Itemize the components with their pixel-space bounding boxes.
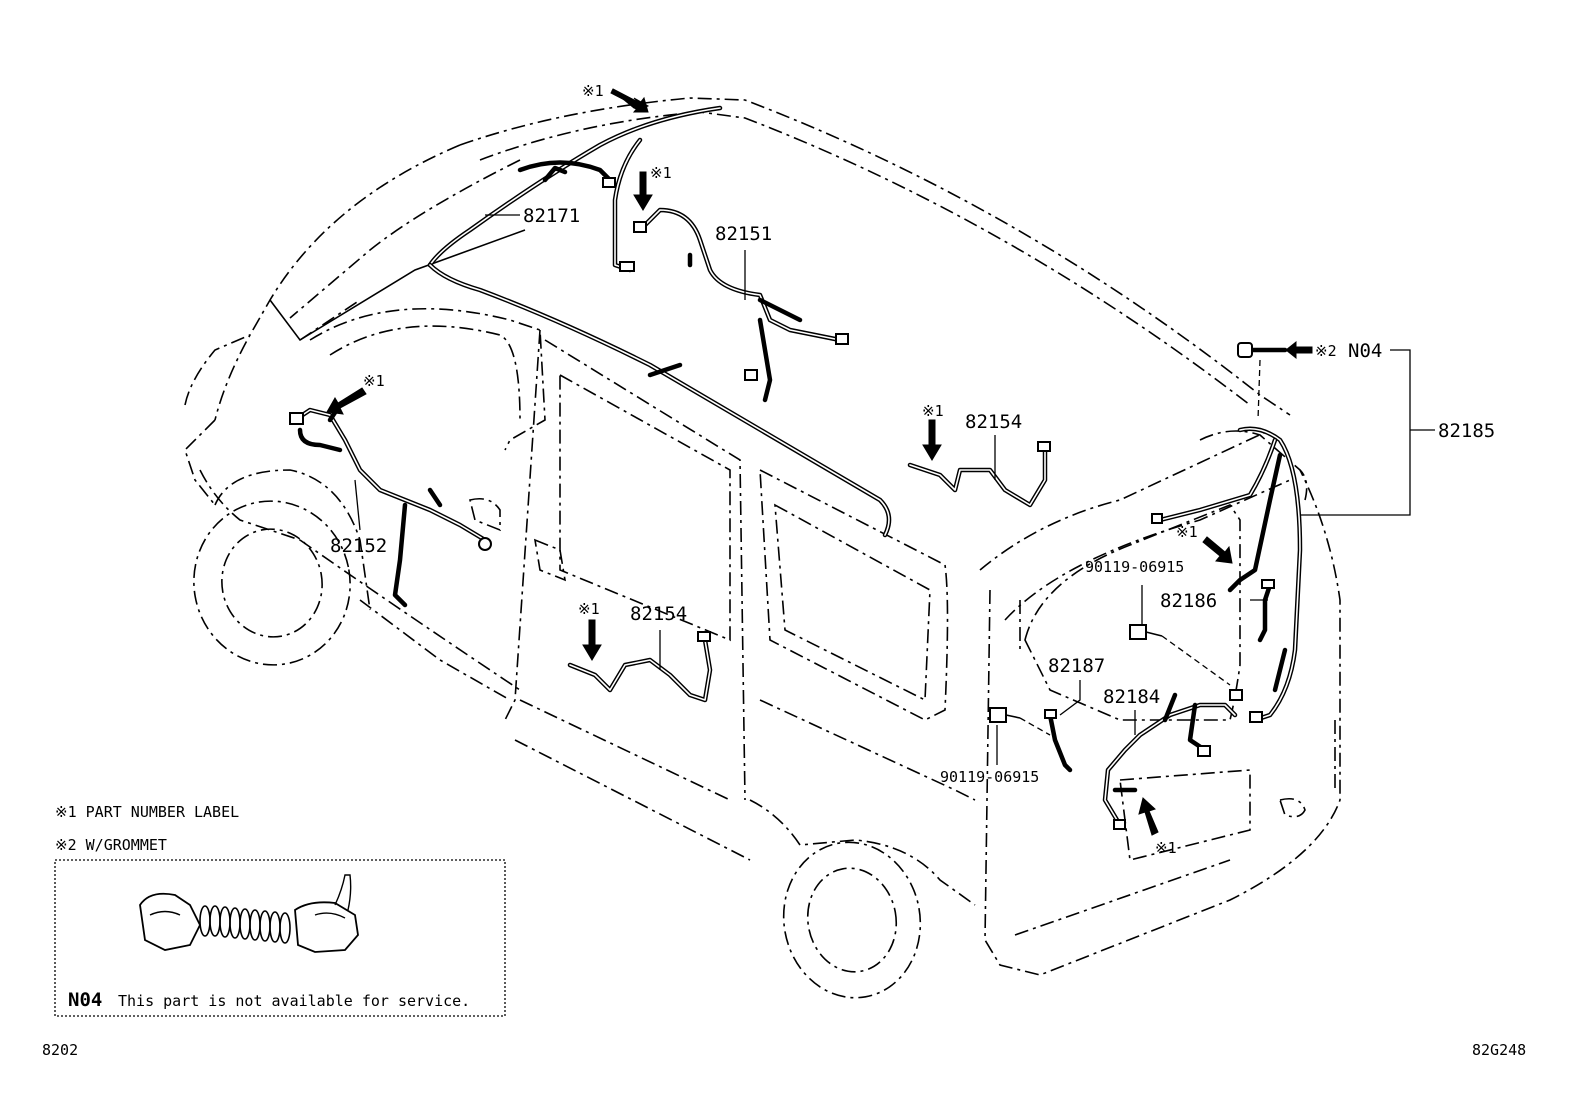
legend: ※1 PART NUMBER LABEL ※2 W/GROMMET N04 xyxy=(54,803,506,1017)
mark-1-82186: ※1 xyxy=(1176,523,1198,541)
arrow-1-82154-roof xyxy=(922,419,942,461)
legend-box-code: N04 xyxy=(68,989,102,1011)
harness-82151 xyxy=(633,207,849,403)
arrow-1-82152 xyxy=(326,387,367,415)
label-arrows xyxy=(326,88,1313,836)
footer-right-code: 82G248 xyxy=(1472,1041,1526,1059)
label-82154-roof: 82154 xyxy=(965,411,1022,433)
legend-note-2: ※2 W/GROMMET xyxy=(55,836,167,854)
label-82171: 82171 xyxy=(523,205,580,227)
leader-lines xyxy=(354,214,1435,765)
label-82187: 82187 xyxy=(1048,655,1105,677)
mark-1-82154-side: ※1 xyxy=(578,600,600,618)
harness-82185 xyxy=(1151,426,1303,723)
part-number-labels: ※1 82171 ※1 82151 ※1 82152 ※1 82154 ※1 8… xyxy=(330,82,1495,857)
mark-1-82184: ※1 xyxy=(1155,839,1177,857)
bolt-90119-a xyxy=(1129,624,1231,686)
label-82186: 82186 xyxy=(1160,590,1217,612)
arrow-1-82154-side xyxy=(582,619,602,661)
harness-82154-roof xyxy=(907,441,1051,508)
harness-82187 xyxy=(1044,709,1073,773)
arrow-1-82186 xyxy=(1202,536,1233,564)
label-82185: 82185 xyxy=(1438,420,1495,442)
harness-82171 xyxy=(427,105,892,538)
label-82151: 82151 xyxy=(715,223,772,245)
label-82152: 82152 xyxy=(330,535,387,557)
legend-box-text: This part is not available for service. xyxy=(118,992,470,1010)
label-90119-b: 90119-06915 xyxy=(940,768,1039,786)
label-90119-a: 90119-06915 xyxy=(1085,558,1184,576)
arrow-2-n04 xyxy=(1285,340,1313,360)
label-n04-top: N04 xyxy=(1348,340,1382,362)
legend-note-1: ※1 PART NUMBER LABEL xyxy=(55,803,239,821)
label-82184: 82184 xyxy=(1103,686,1160,708)
footer-left-code: 8202 xyxy=(42,1041,78,1059)
harness-82186 xyxy=(1257,579,1275,643)
mark-1-82152: ※1 xyxy=(363,372,385,390)
bolt-90119-b xyxy=(989,707,1051,736)
grommet-illustration xyxy=(139,874,359,953)
mark-1-top: ※1 xyxy=(582,82,604,100)
arrow-1-82151 xyxy=(633,171,653,211)
mark-2-n04: ※2 xyxy=(1315,342,1337,360)
legend-box xyxy=(54,859,506,1017)
label-82154-side: 82154 xyxy=(630,603,687,625)
grommet-link xyxy=(1257,359,1261,421)
mark-1-82154-roof: ※1 xyxy=(922,402,944,420)
harness-82152 xyxy=(289,402,492,608)
arrow-1-82184 xyxy=(1138,797,1159,836)
harness-82184 xyxy=(1102,689,1243,830)
mark-1-82151: ※1 xyxy=(650,164,672,182)
van-body-outline xyxy=(184,97,1341,999)
grommet-n04 xyxy=(1237,342,1288,358)
